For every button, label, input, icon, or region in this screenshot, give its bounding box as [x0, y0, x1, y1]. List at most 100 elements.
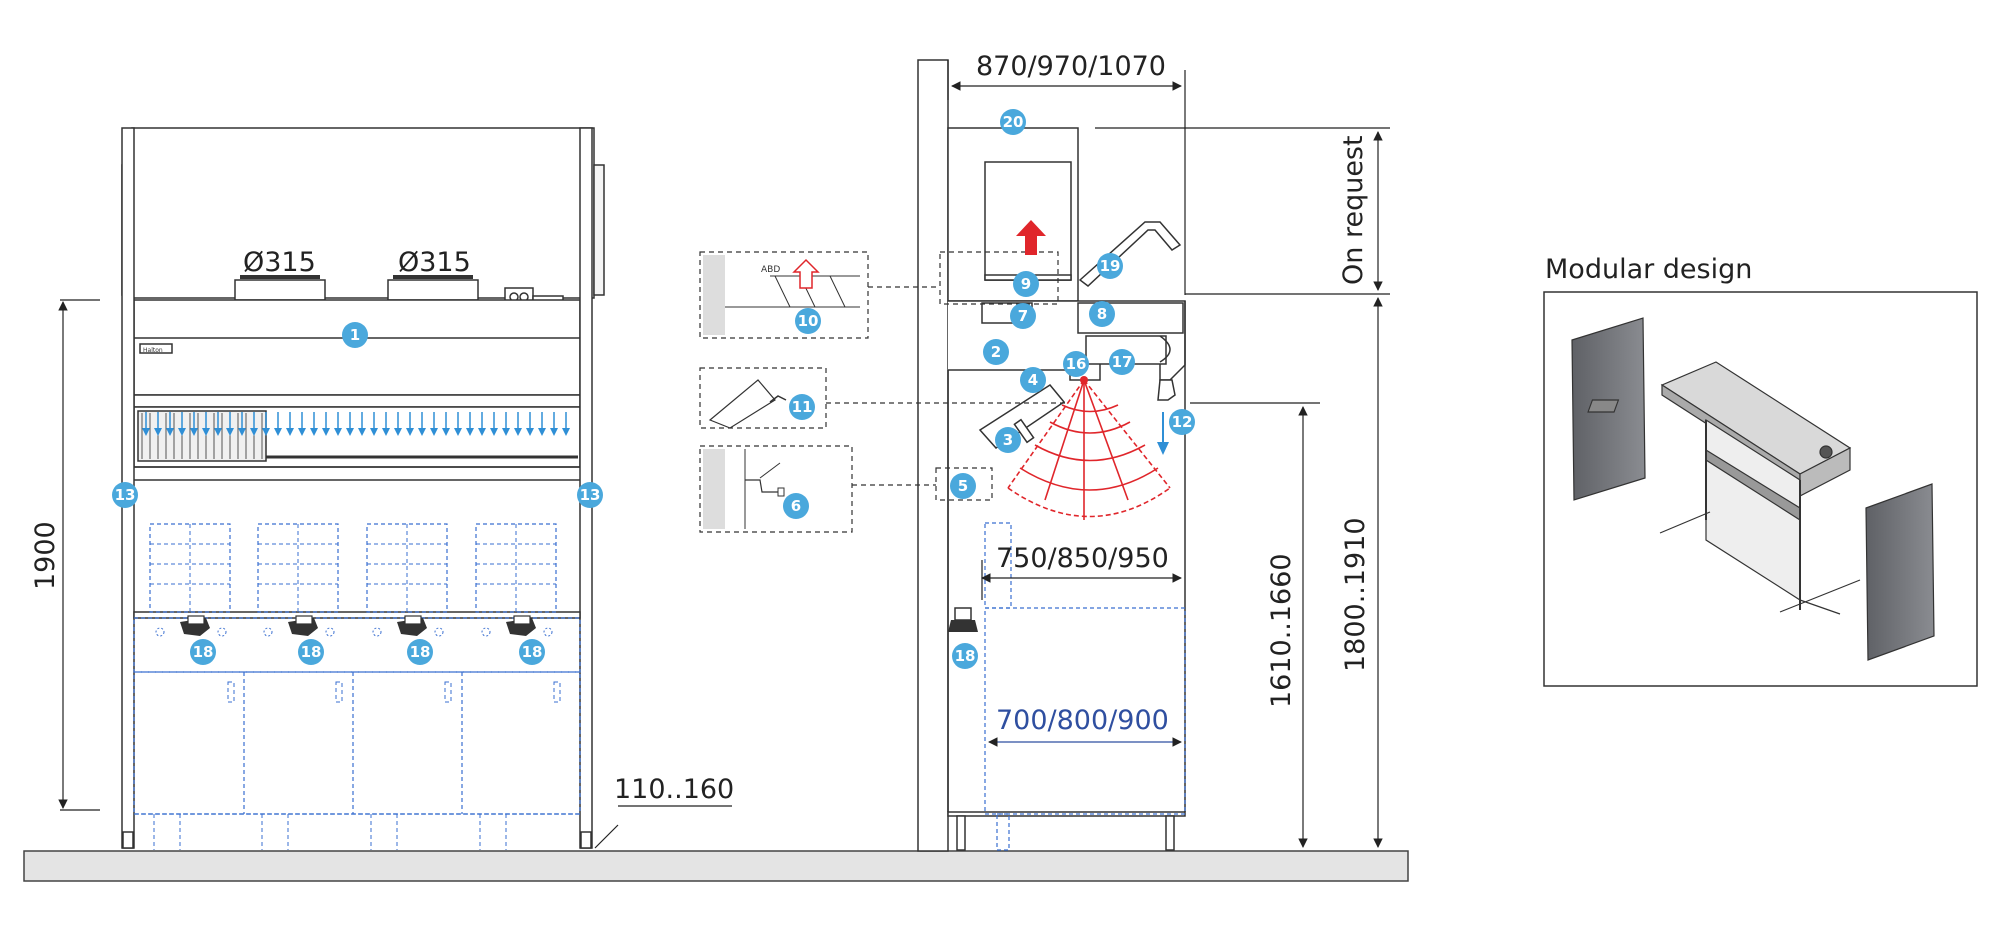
air-arrow — [418, 412, 426, 436]
callout-8: 8 — [1089, 301, 1115, 327]
on-request-label: On request — [1338, 135, 1369, 285]
callout-number: 2 — [991, 343, 1001, 361]
air-arrow — [514, 412, 522, 436]
callout-number: 18 — [410, 643, 431, 661]
callout-number: 13 — [115, 486, 136, 504]
callout-7: 7 — [1010, 303, 1036, 329]
air-arrow — [178, 412, 186, 436]
front-view — [121, 127, 605, 849]
air-arrow — [370, 412, 378, 436]
callout-17: 17 — [1109, 349, 1135, 375]
callout-6: 6 — [783, 493, 809, 519]
air-arrow — [490, 412, 498, 436]
air-arrow — [526, 412, 534, 436]
callout-number: 11 — [792, 398, 813, 416]
front-canopy-box — [131, 127, 595, 299]
callout-18: 18 — [519, 639, 545, 665]
callout-number: 18 — [955, 647, 976, 665]
detail-box-6 — [699, 445, 853, 533]
collar-left — [234, 279, 326, 301]
air-arrow — [442, 412, 450, 436]
callout-number: 7 — [1018, 307, 1028, 325]
callout-number: 18 — [301, 643, 322, 661]
callout-number: 4 — [1028, 371, 1038, 389]
air-arrow — [334, 412, 342, 436]
callout-number: 5 — [958, 477, 968, 495]
floor — [23, 850, 1409, 882]
callout-number: 8 — [1097, 305, 1107, 323]
air-arrow — [550, 412, 558, 436]
air-arrow — [358, 412, 366, 436]
halton-plate — [139, 343, 173, 354]
air-arrow — [394, 412, 402, 436]
callout-1: 1 — [342, 322, 368, 348]
filter-bank — [137, 410, 267, 462]
front-appliances — [133, 523, 581, 815]
side-fire-nozzle — [948, 607, 978, 632]
air-arrow — [466, 412, 474, 436]
callout-markers: 1 13 13 18 18 18 18 18 20 9 19 7 8 2 16 17 4 12 3 5 10 11 6 — [112, 109, 1195, 669]
callout-number: 19 — [1100, 257, 1121, 275]
callout-18: 18 — [952, 643, 978, 669]
callout-number: 9 — [1021, 275, 1031, 293]
depth-top-label: 870/970/1070 — [976, 51, 1166, 82]
collar-right — [387, 279, 479, 301]
callout-4: 4 — [1020, 367, 1046, 393]
air-arrow — [322, 412, 330, 436]
callout-number: 18 — [193, 643, 214, 661]
height-1800-1910-label: 1800..1910 — [1340, 517, 1371, 672]
air-arrow — [454, 412, 462, 436]
callout-number: 20 — [1003, 113, 1024, 131]
air-arrow — [478, 412, 486, 436]
front-right-side-strip — [593, 164, 605, 296]
air-arrow — [262, 412, 270, 436]
callout-11: 11 — [789, 394, 815, 420]
callout-number: 3 — [1003, 431, 1013, 449]
side-filter — [978, 384, 1066, 449]
fire-nozzle — [155, 615, 227, 637]
air-arrow — [502, 412, 510, 436]
air-arrow — [166, 412, 174, 436]
callout-16: 16 — [1063, 351, 1089, 377]
diameter-label-right: Ø315 — [398, 247, 471, 278]
callout-18: 18 — [298, 639, 324, 665]
callout-10: 10 — [795, 308, 821, 334]
air-arrow — [310, 412, 318, 436]
air-arrow — [226, 412, 234, 436]
depth-mid-label: 750/850/950 — [996, 543, 1169, 574]
front-dimension-lines — [58, 299, 732, 849]
air-arrow — [562, 412, 570, 436]
side-appliance — [984, 522, 1186, 851]
callout-20: 20 — [1000, 109, 1026, 135]
callout-13: 13 — [112, 482, 138, 508]
feet-height-label: 110..160 — [614, 774, 734, 805]
air-arrow — [190, 412, 198, 436]
callout-12: 12 — [1169, 409, 1195, 435]
fire-nozzle — [263, 615, 335, 637]
callout-13: 13 — [577, 482, 603, 508]
fire-nozzles-front — [155, 615, 553, 637]
air-arrow — [346, 412, 354, 436]
wall — [917, 59, 949, 852]
callout-9: 9 — [1013, 271, 1039, 297]
air-arrow — [406, 412, 414, 436]
right-side-panel — [1865, 483, 1935, 661]
detection-fan — [1007, 379, 1171, 520]
callout-number: 17 — [1112, 353, 1133, 371]
side-supply-arrow — [1157, 412, 1169, 455]
diameter-label-left: Ø315 — [243, 247, 316, 278]
supply-air-arrows — [142, 412, 570, 436]
callout-number: 13 — [580, 486, 601, 504]
air-arrow — [250, 412, 258, 436]
callout-number: 18 — [522, 643, 543, 661]
callout-5: 5 — [950, 473, 976, 499]
exhaust-arrow — [1016, 220, 1046, 255]
fire-nozzle — [481, 615, 553, 637]
callout-number: 1 — [350, 326, 360, 344]
fire-nozzle — [372, 615, 444, 637]
air-arrow — [274, 412, 282, 436]
lamp-arm — [1078, 221, 1182, 287]
height-1900-label: 1900 — [30, 521, 61, 590]
modular-design-title: Modular design — [1545, 254, 1752, 285]
